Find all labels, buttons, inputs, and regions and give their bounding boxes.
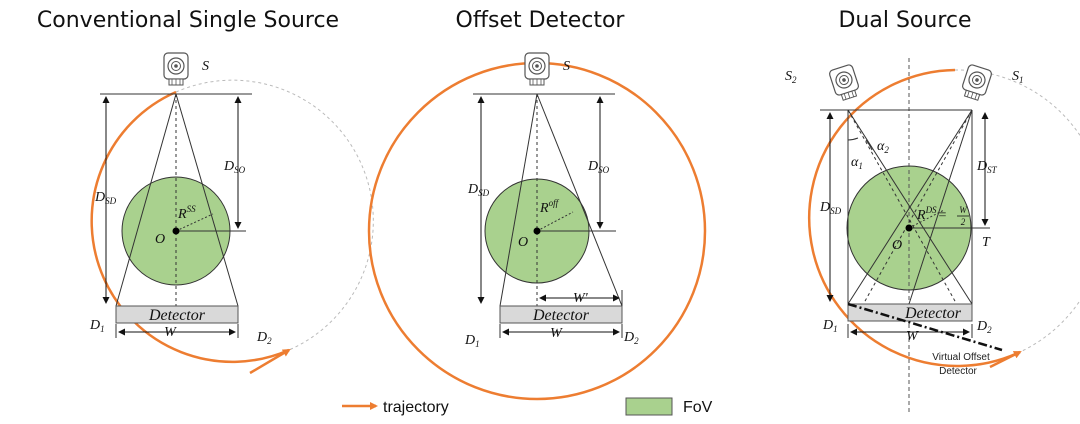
d1-label: D1 — [822, 318, 838, 334]
trajectory-arrow — [249, 348, 291, 375]
origin-label: O — [892, 238, 902, 253]
radius-w-label: W — [959, 205, 968, 215]
radius-two-label: 2 — [961, 217, 966, 227]
x-ray-source-icon — [827, 63, 862, 103]
legend-fov-label: FoV — [683, 399, 713, 416]
virtual-offset-detector-line — [847, 302, 1003, 352]
d2-label: D2 — [976, 319, 992, 335]
alpha-1-label: α1 — [851, 155, 863, 171]
d2-label: D2 — [623, 330, 639, 346]
origin-label: O — [518, 235, 528, 250]
width-label: W — [164, 325, 177, 340]
source-label: S — [563, 59, 570, 74]
detector-bar — [499, 305, 623, 324]
trajectory-arc — [807, 68, 1021, 368]
x-ray-source-icon — [524, 52, 550, 86]
radius-label: RDS= — [916, 205, 947, 223]
dsd-label: DSD — [819, 200, 842, 216]
x-ray-source-icon — [959, 63, 994, 103]
detector-bar — [115, 305, 239, 324]
trajectory-arrow — [989, 350, 1022, 369]
source-2-label: S2 — [785, 69, 797, 85]
trajectory-dashed — [175, 79, 374, 351]
w-prime-label: W' — [573, 291, 589, 306]
dsd-label: DSD — [94, 190, 117, 206]
detector-bar — [847, 303, 973, 322]
d2-label: D2 — [256, 330, 272, 346]
d1-label: D1 — [89, 318, 105, 334]
panel-conventional: Detector S DSD DSO RSS O W D1 D2 — [89, 52, 374, 375]
trajectory-dashed — [954, 69, 1080, 353]
dst-label: DST — [976, 159, 998, 175]
title-offset: Offset Detector — [456, 8, 626, 33]
radius-label: RSS — [177, 204, 196, 222]
legend-trajectory-label: trajectory — [383, 399, 449, 416]
dso-label: DSO — [587, 159, 610, 175]
t-label: T — [982, 235, 991, 250]
panel-offset: Detector S DSD DSO Roff O W' W D1 D2 — [367, 52, 707, 401]
dsd-label: DSD — [467, 182, 490, 198]
detector-label: Detector — [148, 307, 206, 324]
legend: trajectory FoV — [342, 397, 713, 416]
origin-label: O — [155, 232, 165, 247]
radius-label: Roff — [539, 198, 560, 216]
width-label: W — [550, 326, 563, 341]
virtual-offset-label-line1: Virtual Offset — [932, 352, 990, 363]
source-1-label: S1 — [1012, 69, 1024, 85]
detector-label: Detector — [904, 305, 962, 322]
detector-label: Detector — [532, 307, 590, 324]
panel-dual: Detector S2 S1 α2 α1 DSD DST RDS= W 2 O … — [785, 58, 1080, 414]
x-ray-source-icon — [163, 52, 189, 86]
title-conventional: Conventional Single Source — [37, 8, 339, 33]
d1-label: D1 — [464, 333, 480, 349]
dso-label: DSO — [223, 159, 246, 175]
legend-fov-swatch — [625, 397, 673, 416]
width-label: W — [906, 329, 919, 344]
alpha-2-label: α2 — [877, 139, 889, 155]
title-dual: Dual Source — [838, 8, 971, 33]
source-label: S — [202, 59, 209, 74]
virtual-offset-label-line2: Detector — [939, 366, 977, 377]
